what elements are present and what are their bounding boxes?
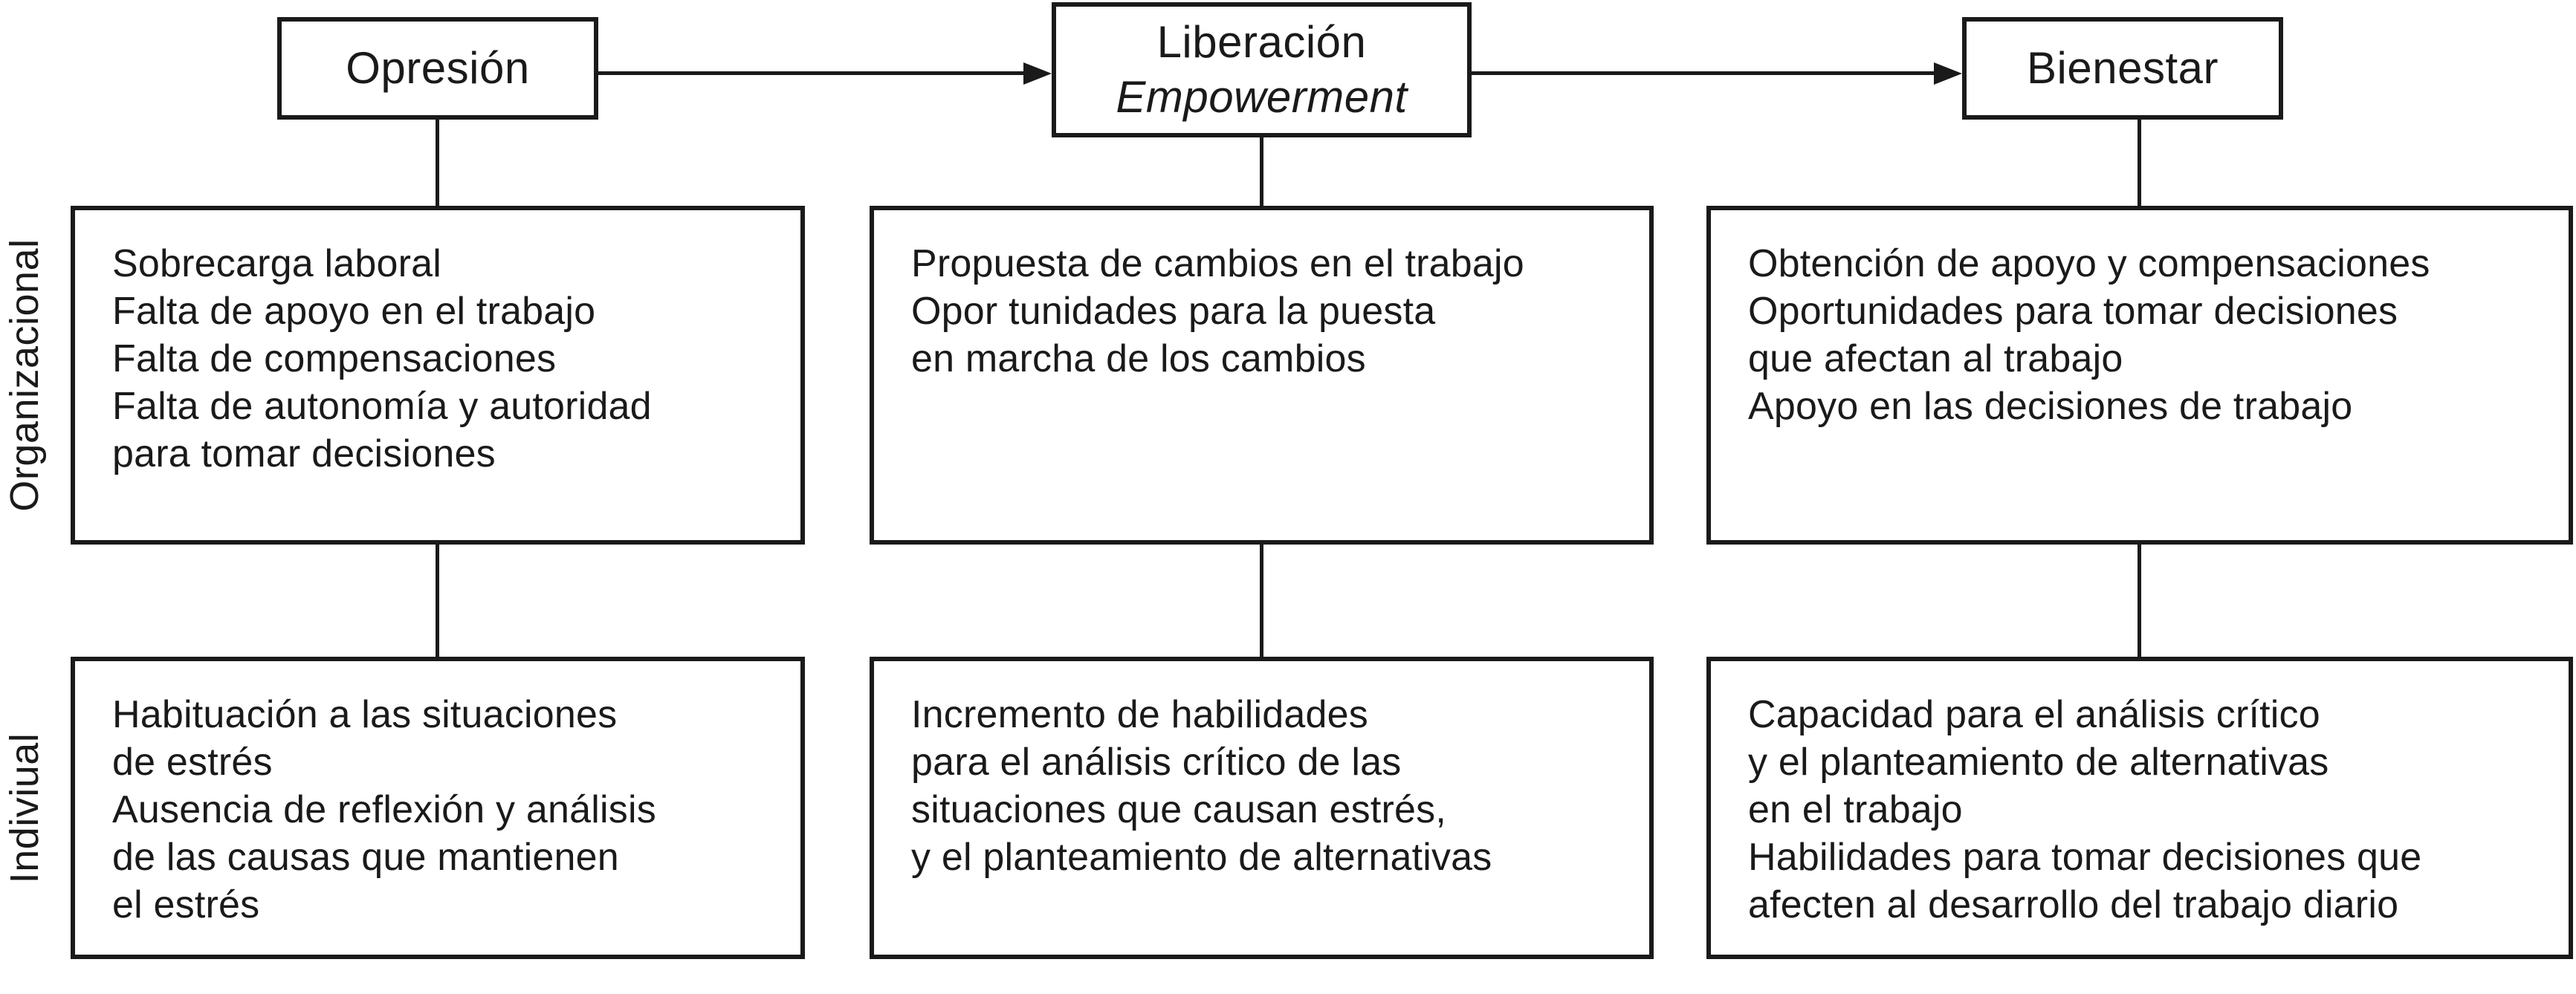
row-label-organizacional: Organizacional <box>2 238 47 512</box>
stage-label-opresion: Opresión <box>346 43 530 93</box>
org-box-opresion: Sobrecarga laboral Falta de apoyo en el … <box>71 206 805 545</box>
empowerment-flow-diagram: Organizacional Indiviual Opresión Libera… <box>2 2 2573 959</box>
stage-box-liberacion: Liberación Empowerment <box>1052 2 1472 137</box>
stage-label-liberacion: Liberación <box>1156 17 1367 67</box>
arrow-head-opresion-to-liberacion-icon <box>1023 62 1052 85</box>
connector-opresion-to-org <box>436 118 439 207</box>
stage-box-opresion: Opresión <box>277 17 598 120</box>
stage-label-bienestar: Bienestar <box>2027 43 2219 93</box>
ind-box-bienestar: Capacidad para el análisis crítico y el … <box>1706 657 2573 959</box>
connector-org-to-ind-col3 <box>2138 543 2141 658</box>
arrow-line-liberacion-to-bienestar <box>1472 71 1935 75</box>
arrow-line-opresion-to-liberacion <box>598 71 1026 75</box>
stage-box-bienestar: Bienestar <box>1962 17 2283 120</box>
connector-liberacion-to-org <box>1260 136 1263 207</box>
org-box-bienestar: Obtención de apoyo y compensaciones Opor… <box>1706 206 2573 545</box>
connector-org-to-ind-col1 <box>436 543 439 658</box>
arrow-head-liberacion-to-bienestar-icon <box>1934 62 1962 85</box>
ind-box-liberacion: Incremento de habilidades para el anális… <box>870 657 1654 959</box>
ind-box-opresion: Habituación a las situaciones de estrés … <box>71 657 805 959</box>
stage-sublabel-empowerment: Empowerment <box>1116 72 1408 122</box>
connector-bienestar-to-org <box>2138 118 2141 207</box>
org-box-liberacion: Propuesta de cambios en el trabajo Opor … <box>870 206 1654 545</box>
connector-org-to-ind-col2 <box>1260 543 1263 658</box>
row-label-individual: Indiviual <box>2 732 47 884</box>
